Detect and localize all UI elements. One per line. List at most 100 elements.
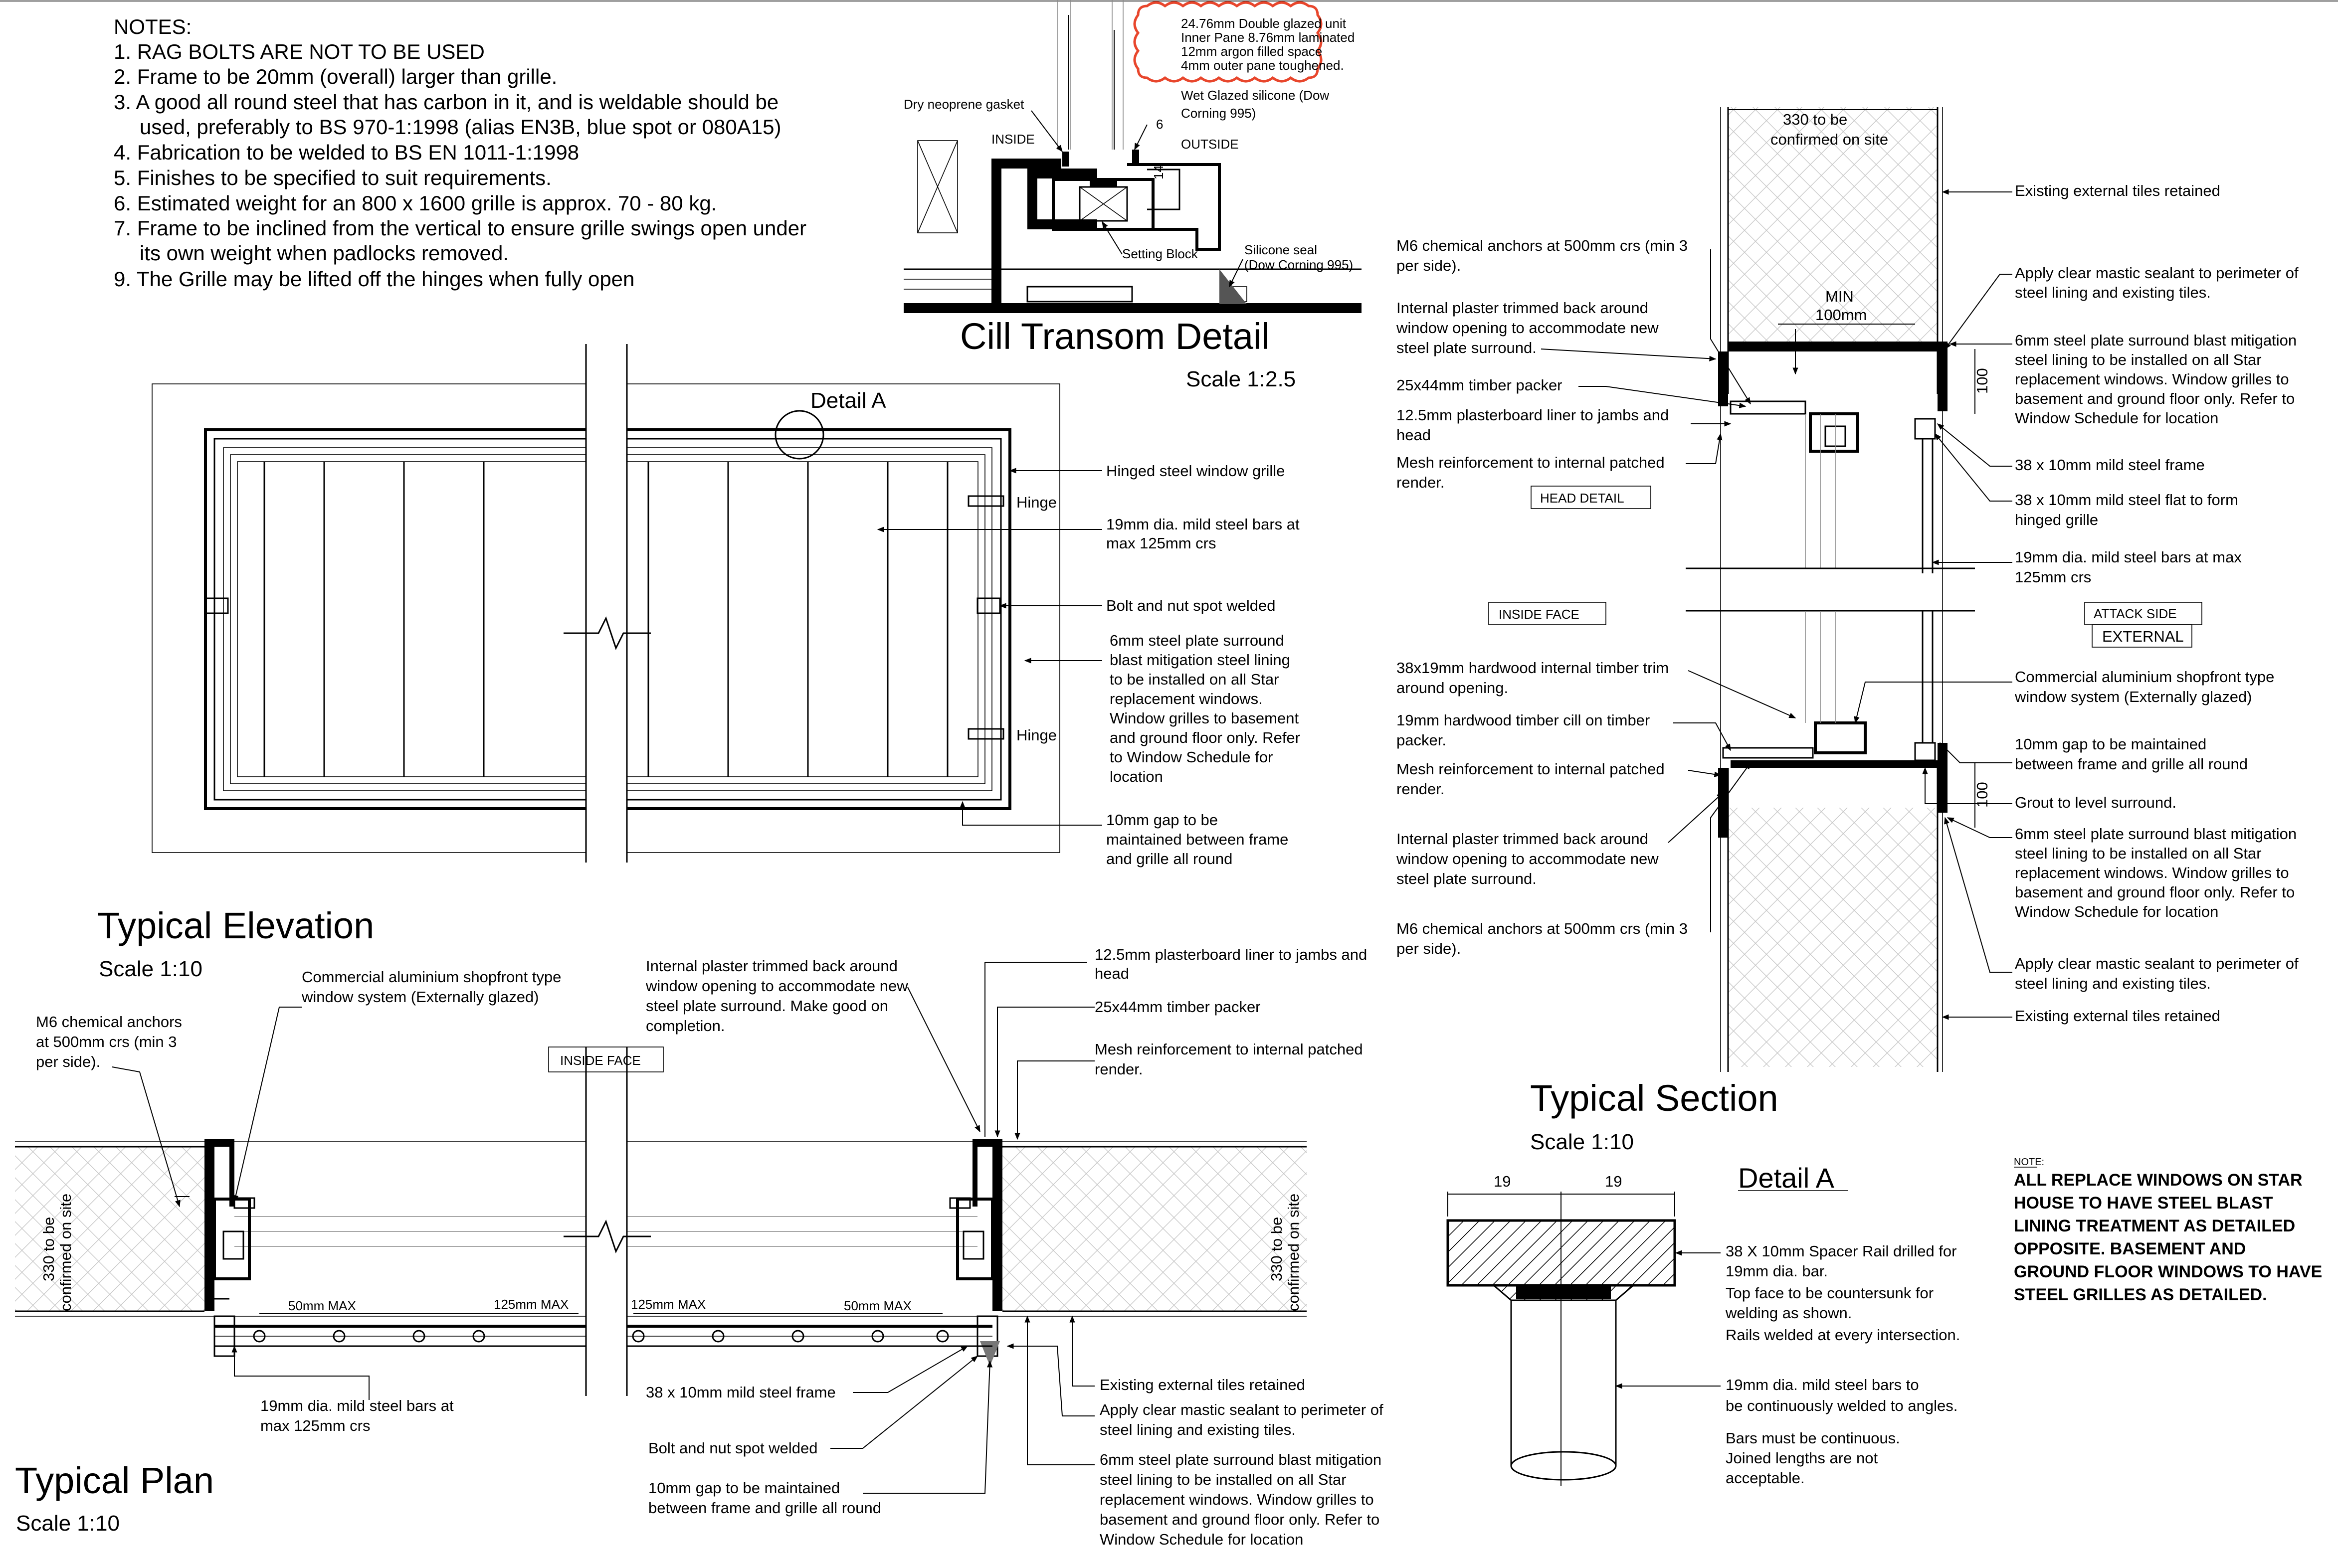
bolt-label: Bolt and nut spot welded xyxy=(1106,597,1276,614)
section-inside-face-tag: INSIDE FACE xyxy=(1499,607,1579,622)
section-mastic-label: Apply clear mastic sealant to perimeter … xyxy=(2015,955,2299,972)
section-plaster-label: steel plate surround. xyxy=(1396,339,1537,356)
rail-label: Top face to be countersunk for xyxy=(1726,1284,1934,1302)
plan-plate-label: replacement windows. Window grilles to xyxy=(1100,1491,1374,1508)
bolt-right xyxy=(976,597,1001,614)
spacing-dim: 125mm MAX xyxy=(631,1297,706,1312)
note-item: 7. Frame to be inclined from the vertica… xyxy=(114,216,806,240)
min-dim: 100mm xyxy=(1815,306,1867,324)
section-plate-label: Window Schedule for location xyxy=(2015,409,2218,427)
min-dim: MIN xyxy=(1825,288,1854,305)
section-plasterboard-label: head xyxy=(1396,426,1431,444)
section-mastic-label: Apply clear mastic sealant to perimeter … xyxy=(2015,264,2299,282)
rail-label: welding as shown. xyxy=(1725,1304,1852,1322)
cloud-text: 24.76mm Double glazed unit xyxy=(1181,16,1347,31)
section-mesh-label: Mesh reinforcement to internal patched xyxy=(1396,454,1665,471)
section-mesh-label: render. xyxy=(1396,780,1445,798)
shopfront-label: window system (Externally glazed) xyxy=(301,988,539,1006)
section-plate-label: 6mm steel plate surround blast mitigatio… xyxy=(2015,825,2297,843)
site-dim: 330 to be xyxy=(40,1217,57,1281)
star-house-note: NOTE: ALL REPLACE WINDOWS ON STAR HOUSE … xyxy=(2014,1157,2322,1304)
cill-label: 19mm hardwood timber cill on timber xyxy=(1396,711,1650,729)
plate-label: to be installed on all Star xyxy=(1110,671,1279,688)
plaster-label: steel plate surround. Make good on xyxy=(646,997,888,1015)
plan-title: Typical Plan xyxy=(15,1460,214,1501)
general-notes: NOTES: 1. RAG BOLTS ARE NOT TO BE USED 2… xyxy=(114,15,806,291)
dim-14: 14 xyxy=(1151,165,1166,179)
head-detail-tag: HEAD DETAIL xyxy=(1540,491,1624,506)
plan-gap-label: 10mm gap to be maintained xyxy=(648,1479,840,1497)
section-anchors-label: M6 chemical anchors at 500mm crs (min 3 xyxy=(1396,920,1688,937)
plan-tiles-label: Existing external tiles retained xyxy=(1100,1376,1305,1394)
plan-plate-label: Window Schedule for location xyxy=(1100,1531,1303,1548)
typical-section: 330 to be confirmed on site MIN 100mm 10… xyxy=(1396,107,2299,1154)
note-item: 9. The Grille may be lifted off the hing… xyxy=(114,267,634,291)
section-flat-label: 38 x 10mm mild steel flat to form xyxy=(2015,491,2238,509)
site-dim: confirmed on site xyxy=(57,1194,74,1311)
section-plate-label: steel lining to be installed on all Star xyxy=(2015,845,2262,862)
cloud-text: 4mm outer pane toughened. xyxy=(1181,58,1344,73)
section-bars-label: 125mm crs xyxy=(2015,568,2091,586)
shopfront-label: Commercial aluminium shopfront type xyxy=(302,968,561,986)
section-packer-label: 25x44mm timber packer xyxy=(1396,376,1562,394)
note-item: 2. Frame to be 20mm (overall) larger tha… xyxy=(114,65,557,88)
elevation-title: Typical Elevation xyxy=(97,905,374,946)
hinge-top xyxy=(968,495,1004,507)
section-plaster-label: Internal plaster trimmed back around xyxy=(1396,299,1648,317)
section-plate-label: basement and ground floor only. Refer to xyxy=(2015,883,2295,901)
plan-plate-label: steel lining to be installed on all Star xyxy=(1100,1471,1347,1488)
section-anchors-label: per side). xyxy=(1396,257,1461,274)
plan-gap-label: between frame and grille all round xyxy=(648,1499,881,1517)
section-shopfront-label: window system (Externally glazed) xyxy=(2014,688,2252,705)
continuous-label: Joined lengths are not xyxy=(1726,1449,1878,1467)
plate-label: location xyxy=(1110,768,1163,785)
detail-bars-label: 19mm dia. mild steel bars to xyxy=(1726,1376,1919,1394)
gap-label: 10mm gap to be xyxy=(1106,811,1218,829)
note-item: 5. Finishes to be specified to suit requ… xyxy=(114,166,552,189)
bolt-left xyxy=(204,597,229,614)
section-plasterboard-label: 12.5mm plasterboard liner to jambs and xyxy=(1396,406,1669,424)
note-line: OPPOSITE. BASEMENT AND xyxy=(2014,1239,2246,1258)
section-flat-label: hinged grille xyxy=(2015,511,2098,528)
hinge-label: Hinge xyxy=(1016,494,1057,511)
section-anchors-label: M6 chemical anchors at 500mm crs (min 3 xyxy=(1396,237,1688,254)
note-line: LINING TREATMENT AS DETAILED xyxy=(2014,1217,2295,1235)
section-site-dim: confirmed on site xyxy=(1770,131,1888,148)
section-mesh-label: Mesh reinforcement to internal patched xyxy=(1396,760,1665,778)
plaster-label: completion. xyxy=(646,1017,725,1035)
dim-6: 6 xyxy=(1156,117,1163,132)
spacing-dim: 125mm MAX xyxy=(494,1297,569,1312)
cill-transom-title: Cill Transom Detail xyxy=(960,316,1270,357)
bars-label: max 125mm crs xyxy=(1106,534,1216,552)
cloud-text: 12mm argon filled space xyxy=(1181,44,1322,59)
continuous-label: Bars must be continuous. xyxy=(1726,1429,1900,1447)
section-site-dim: 330 to be xyxy=(1783,111,1847,128)
note-line: GROUND FLOOR WINDOWS TO HAVE xyxy=(2014,1262,2322,1281)
hinge-bottom xyxy=(968,728,1004,740)
plate-label: blast mitigation steel lining xyxy=(1110,651,1290,669)
plan-mastic-label: steel lining and existing tiles. xyxy=(1100,1421,1296,1438)
cill-label: packer. xyxy=(1396,731,1446,749)
silicone-seal-label: Silicone seal xyxy=(1244,242,1317,257)
silicone-seal-label: (Dow Corning 995) xyxy=(1244,257,1353,272)
plan-bars-label: 19mm dia. mild steel bars at xyxy=(260,1397,454,1414)
detail-a: Detail A 19 19 38 X 10mm Spacer Rail dri… xyxy=(1446,1162,1960,1487)
spacing-dim: 50mm MAX xyxy=(288,1298,356,1313)
plan-plate-label: 6mm steel plate surround blast mitigatio… xyxy=(1100,1451,1381,1468)
plate-label: 6mm steel plate surround xyxy=(1110,632,1284,649)
detail-dim: 19 xyxy=(1605,1173,1622,1190)
notes-heading: NOTES: xyxy=(114,15,192,38)
cill-transom-scale: Scale 1:2.5 xyxy=(1186,367,1296,391)
rail-label: 19mm dia. bar. xyxy=(1726,1262,1828,1280)
trim-label: 38x19mm hardwood internal timber trim xyxy=(1396,659,1669,677)
grille-bars xyxy=(263,462,949,777)
plate-label: replacement windows. xyxy=(1110,690,1263,707)
plasterboard-label: 12.5mm plasterboard liner to jambs and xyxy=(1095,946,1367,963)
outside-label: OUTSIDE xyxy=(1181,137,1239,152)
section-frame-label: 38 x 10mm mild steel frame xyxy=(2015,456,2205,474)
gap-label: and grille all round xyxy=(1106,850,1232,868)
section-plate-label: 6mm steel plate surround blast mitigatio… xyxy=(2015,332,2297,349)
detail-dim: 19 xyxy=(1494,1173,1511,1190)
note-item: used, preferably to BS 970-1:1998 (alias… xyxy=(140,115,781,139)
